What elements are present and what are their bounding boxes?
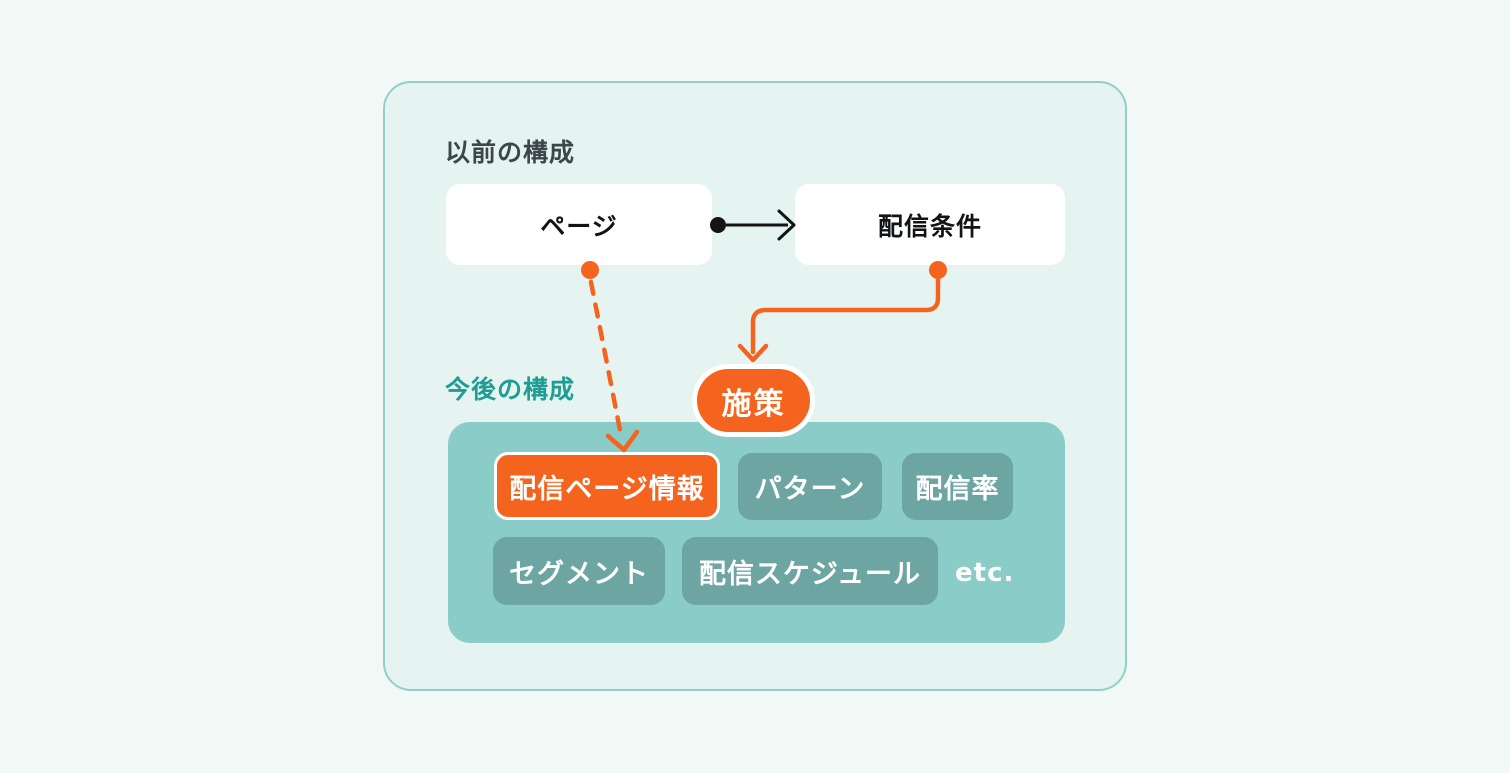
chip-pattern: パターン — [738, 453, 882, 520]
chip-delivery-page-info: 配信ページ情報 — [494, 452, 720, 520]
after-section-title: 今後の構成 — [445, 375, 576, 404]
chip-delivery-rate: 配信率 — [902, 453, 1013, 520]
etc-label: etc. — [955, 558, 1015, 588]
chip-delivery-schedule: 配信スケジュール — [682, 537, 938, 605]
node-page: ページ — [446, 184, 712, 265]
chip-segment: セグメント — [493, 537, 665, 605]
node-delivery-conditions: 配信条件 — [795, 184, 1065, 265]
before-section-title: 以前の構成 — [445, 138, 576, 167]
node-measure: 施策 — [692, 364, 815, 437]
